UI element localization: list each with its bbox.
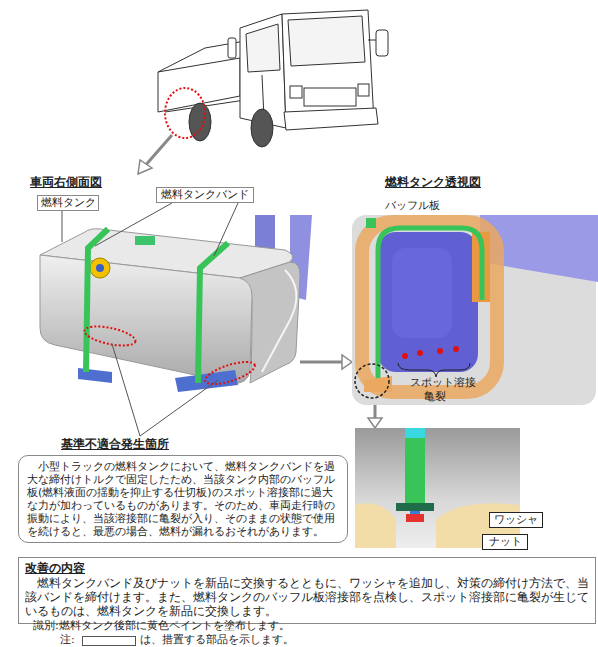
- legend-text: は、措置する部品を示します。: [140, 633, 294, 647]
- strap: [262, 270, 296, 372]
- tank-band: [198, 243, 228, 383]
- close-up-view: [355, 428, 520, 548]
- mirror: [228, 38, 236, 58]
- wheel: [251, 109, 273, 147]
- fuel-tank: [40, 255, 252, 383]
- band-end: [405, 428, 425, 504]
- defect-note-box: 基準不適合発生箇所小型トラックの燃料タンクにおいて、燃料タンクバンドを過大な締付…: [18, 455, 348, 543]
- brace: [398, 363, 470, 377]
- detail-circle: [355, 364, 389, 398]
- bumper: [284, 108, 378, 130]
- leader-line: [112, 344, 140, 436]
- view-title: 車両右側面図: [30, 175, 102, 189]
- truck-illustration: [158, 10, 388, 147]
- view-title: 燃料タンク透視図: [385, 175, 481, 189]
- part-name: ワッシャ: [490, 513, 542, 527]
- headlight: [358, 84, 369, 96]
- grille: [304, 88, 356, 106]
- mirror-arm: [368, 40, 376, 41]
- section-heading: 改善の内容: [25, 561, 589, 576]
- baffle-plate: [378, 232, 478, 372]
- part-name: ナット: [483, 535, 527, 549]
- arrow-head: [342, 355, 352, 369]
- note-text: 注:: [60, 633, 75, 647]
- leader-line: [95, 203, 172, 246]
- part-name: 燃料タンク: [38, 196, 98, 210]
- leader-line: [140, 380, 218, 436]
- tank-band: [86, 229, 108, 372]
- windshield: [288, 16, 365, 66]
- part-label-box: 燃料タンクバンド: [156, 187, 254, 203]
- highlight-ellipse: [203, 357, 257, 388]
- highlight-ellipse: [83, 323, 137, 349]
- section-body: 小型トラックの燃料タンクにおいて、燃料タンクバンドを過大な締付けトルクで固定した…: [27, 460, 339, 538]
- part-label-box: ナット: [482, 534, 528, 550]
- callout-text: スポット溶接: [410, 376, 476, 390]
- part-label-box: 燃料タンク: [37, 195, 99, 211]
- filler-cap-center: [96, 264, 104, 272]
- bottom-bracket: [364, 376, 392, 392]
- legend-sample: [82, 636, 136, 646]
- part-label-box: ワッシャ: [489, 512, 543, 528]
- baffle-highlight: [392, 248, 452, 338]
- band-top: [405, 428, 425, 438]
- weld-crack: [417, 350, 423, 356]
- headlight: [290, 86, 302, 98]
- pointer-arrow: [300, 361, 343, 364]
- note-text: 識別:燃料タンク後部に黄色ペイントを塗布します。: [33, 619, 290, 633]
- bracket-section: [355, 503, 396, 548]
- washer: [396, 503, 434, 511]
- band-bolt: [366, 218, 376, 228]
- weld-crack: [402, 353, 408, 359]
- weld-crack: [453, 346, 459, 352]
- leader-line: [62, 211, 63, 242]
- section-heading: 基準不適合発生箇所: [61, 436, 169, 453]
- part-name: 燃料タンクバンド: [157, 188, 253, 202]
- remedy-box: 改善の内容燃料タンクバンド及びナットを新品に交換するとともに、ワッシャを追加し、…: [18, 557, 596, 624]
- perspective-view: [352, 215, 598, 405]
- side-view: [40, 215, 312, 392]
- pointer-arrow: [144, 135, 172, 167]
- section-body: 燃料タンクバンド及びナットを新品に交換するとともに、ワッシャを追加し、対策の締付…: [25, 576, 589, 618]
- arrow-head: [138, 160, 152, 174]
- filler-cap: [90, 258, 110, 278]
- highlight-ellipse: [165, 88, 205, 138]
- side-window: [246, 24, 280, 72]
- mirror: [376, 30, 388, 56]
- weld-crack: [437, 348, 443, 354]
- filler-neck: [135, 236, 155, 245]
- wheel: [189, 103, 211, 141]
- tank-cradle: [362, 222, 497, 392]
- nut: [406, 514, 424, 522]
- tank-band: [378, 228, 482, 392]
- callout-text: 亀裂: [424, 390, 446, 404]
- close-up-background: [355, 428, 520, 548]
- leader-line: [214, 203, 238, 256]
- part-name: バッフル板: [383, 199, 442, 213]
- arrow-head: [368, 418, 382, 428]
